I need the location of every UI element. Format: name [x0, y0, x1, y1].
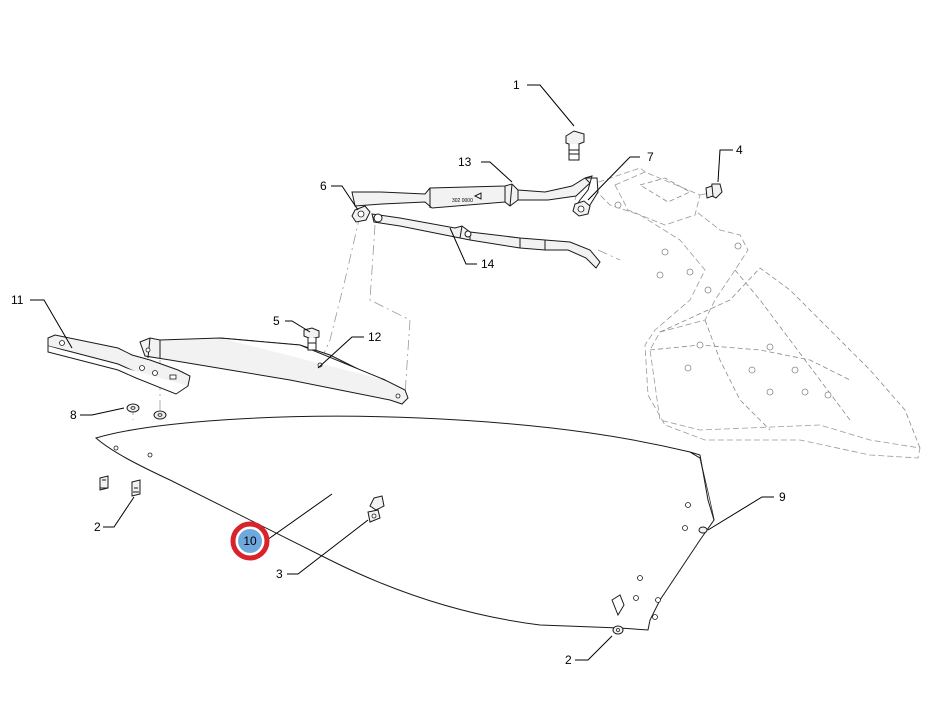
callout-9[interactable]: 9 [779, 490, 786, 504]
part-2-bolts-left [99, 475, 141, 497]
part-7-nut [572, 200, 591, 217]
svg-text:302 0000: 302 0000 [452, 198, 473, 204]
callout-4[interactable]: 4 [736, 143, 743, 157]
callout-14[interactable]: 14 [481, 257, 495, 271]
callout-3[interactable]: 3 [276, 567, 283, 581]
part-8-washers [126, 403, 167, 420]
callout-labels: 1 13 7 4 6 14 5 12 11 8 2 3 9 2 [11, 78, 786, 667]
highlight-ring [230, 521, 270, 561]
leader-lines [30, 84, 774, 661]
part-4-bolt [705, 183, 723, 199]
part-3-bolt [367, 495, 385, 523]
callout-6[interactable]: 6 [320, 179, 327, 193]
assembly-lines [132, 179, 716, 420]
callout-12[interactable]: 12 [368, 330, 382, 344]
part-12-strip [139, 337, 409, 405]
callout-1[interactable]: 1 [513, 78, 520, 92]
part-13-adjuster-rod: 302 0000 [351, 175, 599, 213]
part-6-nut [351, 205, 371, 223]
callout-10-highlight[interactable]: 10 [230, 521, 270, 561]
callout-13[interactable]: 13 [458, 155, 472, 169]
callout-11[interactable]: 11 [11, 293, 24, 307]
part-10-plate [94, 415, 715, 631]
part-11-bar [47, 334, 191, 395]
highlight-fill [238, 529, 262, 553]
callout-8[interactable]: 8 [70, 408, 77, 422]
callout-2-left[interactable]: 2 [94, 520, 101, 534]
callout-5[interactable]: 5 [273, 314, 280, 328]
part-2-bolts-right [612, 526, 708, 635]
plough-body-ghost [589, 167, 921, 459]
callout-7[interactable]: 7 [647, 150, 654, 164]
callout-10[interactable]: 10 [243, 534, 257, 548]
callout-2-right[interactable]: 2 [565, 653, 572, 667]
part-14-adjuster-rod [371, 213, 601, 269]
part-1-bolt [565, 130, 585, 161]
